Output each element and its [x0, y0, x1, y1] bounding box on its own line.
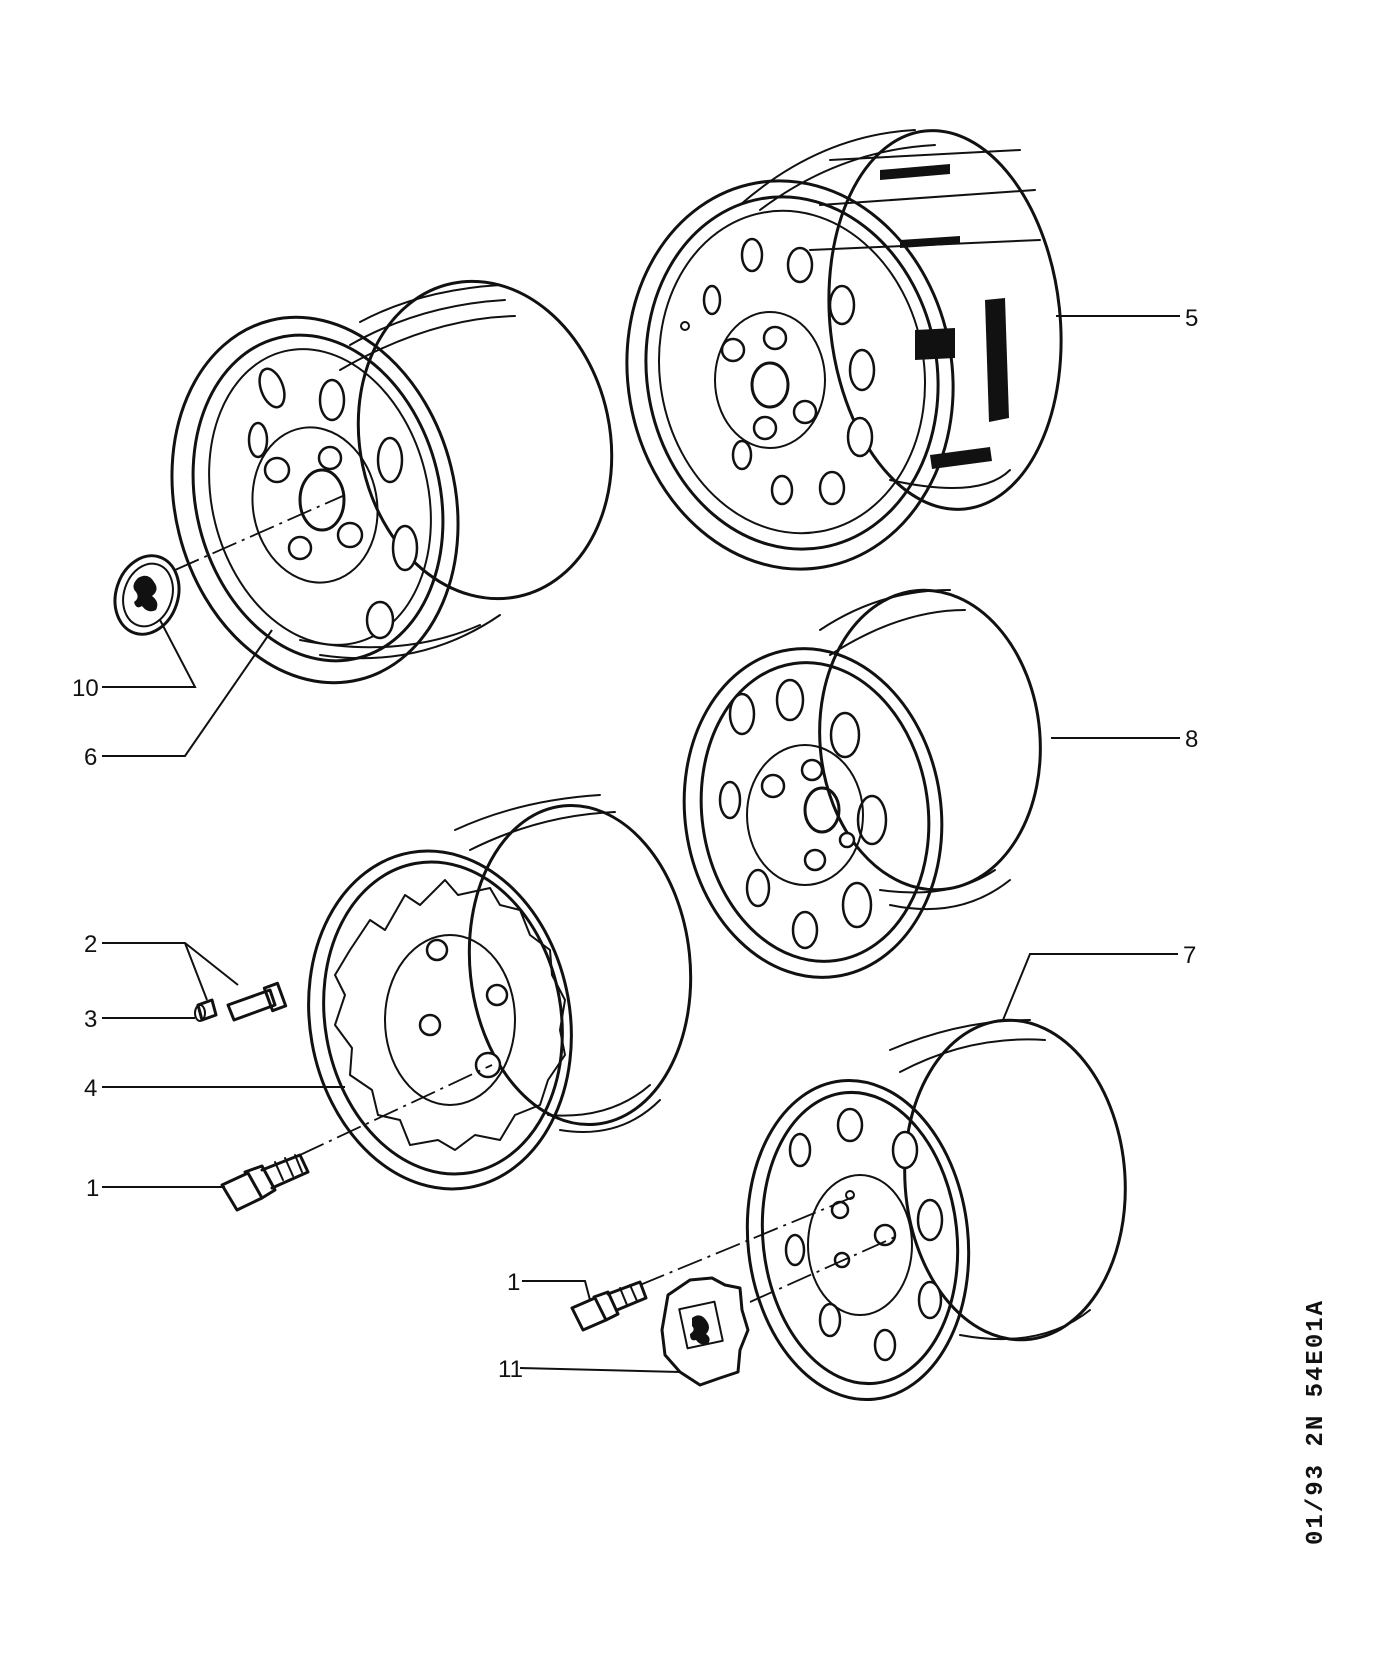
assembly-axes [174, 494, 896, 1303]
wheel-6 [170, 279, 614, 685]
callout-labels: 5 8 7 10 6 2 3 4 1 1 11 [72, 305, 1198, 1383]
wheel-7 [745, 1018, 1127, 1402]
center-cap-10 [113, 554, 181, 636]
callout-1a: 1 [86, 1175, 99, 1202]
callout-4: 4 [84, 1075, 97, 1102]
callout-5: 5 [1185, 305, 1198, 332]
callout-6: 6 [84, 744, 97, 771]
reference-code: 01/93 2N 54E01A [1303, 1299, 1330, 1545]
valve-parts [194, 981, 288, 1022]
wheel-bolt-1b [570, 1280, 648, 1332]
callout-7: 7 [1183, 942, 1196, 969]
callout-10: 10 [72, 675, 99, 702]
callout-1b: 1 [507, 1269, 520, 1296]
callout-3: 3 [84, 1006, 97, 1033]
callout-11: 11 [498, 1356, 523, 1383]
wheel-4 [307, 794, 693, 1191]
wheel-5 [625, 129, 1063, 571]
callout-2: 2 [84, 931, 97, 958]
leader-lines [102, 315, 1180, 1373]
center-cap-11 [660, 1276, 750, 1387]
wheel-8 [682, 588, 1042, 979]
wheel-bolt-1a [220, 1153, 310, 1212]
callout-8: 8 [1185, 726, 1198, 753]
